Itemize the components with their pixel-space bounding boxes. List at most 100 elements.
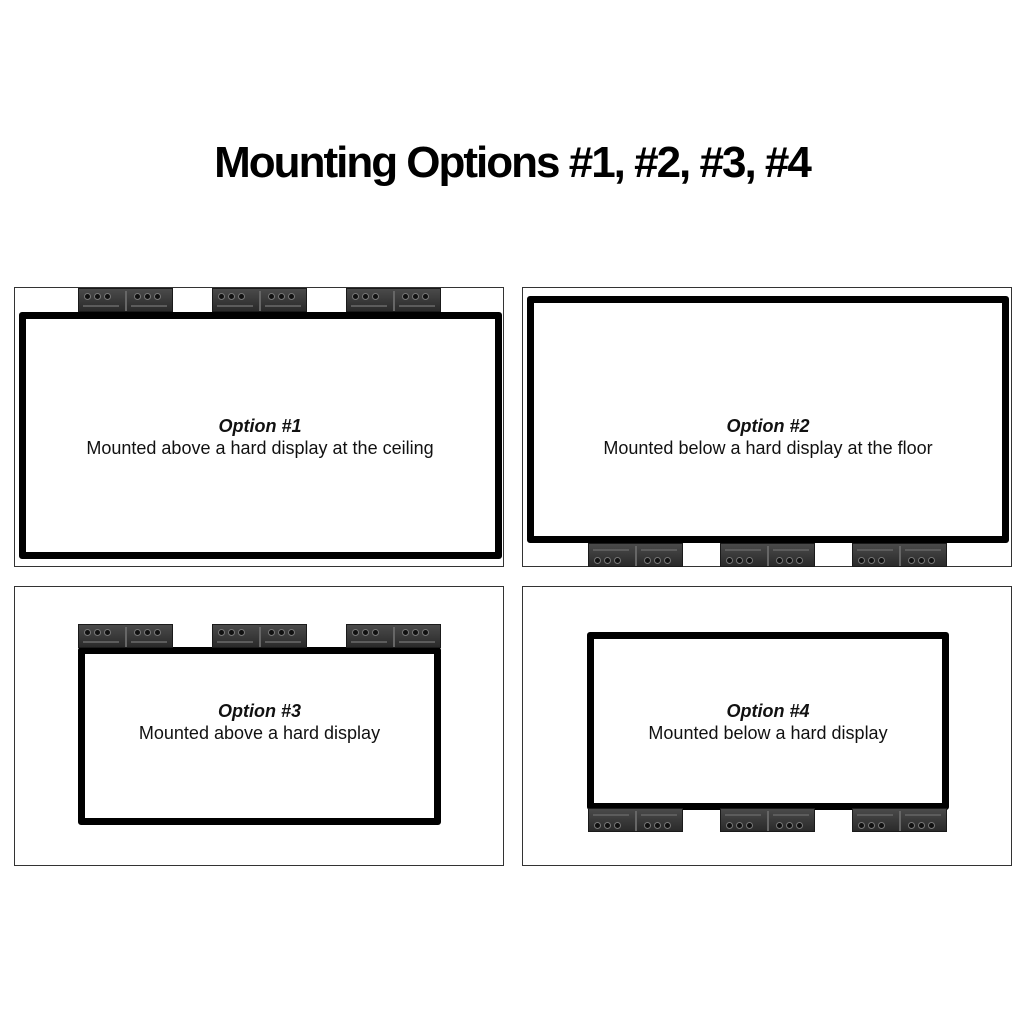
unit-knob bbox=[94, 629, 101, 636]
unit-knob bbox=[928, 557, 935, 564]
unit-knob bbox=[228, 293, 235, 300]
unit-slot bbox=[217, 305, 253, 307]
unit-knob bbox=[664, 822, 671, 829]
unit-knob bbox=[84, 629, 91, 636]
unit-knob bbox=[238, 629, 245, 636]
unit-knob bbox=[594, 557, 601, 564]
unit-knob bbox=[134, 629, 141, 636]
unit-slot bbox=[857, 549, 893, 551]
unit-knob bbox=[918, 822, 925, 829]
mount-unit bbox=[720, 543, 815, 567]
unit-knob bbox=[238, 293, 245, 300]
unit-slot bbox=[773, 814, 809, 816]
unit-knob bbox=[664, 557, 671, 564]
unit-knob bbox=[726, 557, 733, 564]
mount-unit bbox=[852, 808, 947, 832]
unit-knob bbox=[654, 557, 661, 564]
unit-knob bbox=[908, 822, 915, 829]
unit-slot bbox=[265, 641, 301, 643]
option-1-panel: Option #1 Mounted above a hard display a… bbox=[14, 287, 504, 567]
option-4-panel: Option #4 Mounted below a hard display bbox=[522, 586, 1012, 866]
unit-knob bbox=[412, 293, 419, 300]
page-title: Mounting Options #1, #2, #3, #4 bbox=[214, 138, 812, 187]
unit-knob bbox=[868, 822, 875, 829]
unit-knob bbox=[796, 822, 803, 829]
unit-knob bbox=[372, 629, 379, 636]
unit-knob bbox=[604, 557, 611, 564]
option-3-panel: Option #3 Mounted above a hard display bbox=[14, 586, 504, 866]
unit-knob bbox=[278, 629, 285, 636]
mount-unit bbox=[78, 624, 173, 648]
unit-separator bbox=[393, 627, 395, 647]
unit-knob bbox=[94, 293, 101, 300]
unit-separator bbox=[125, 627, 127, 647]
unit-knob bbox=[352, 629, 359, 636]
unit-knob bbox=[746, 822, 753, 829]
unit-knob bbox=[786, 557, 793, 564]
unit-knob bbox=[268, 293, 275, 300]
unit-knob bbox=[228, 629, 235, 636]
unit-knob bbox=[776, 822, 783, 829]
unit-knob bbox=[144, 293, 151, 300]
unit-knob bbox=[726, 822, 733, 829]
option-2-panel: Option #2 Mounted below a hard display a… bbox=[522, 287, 1012, 567]
unit-knob bbox=[796, 557, 803, 564]
unit-knob bbox=[614, 822, 621, 829]
unit-slot bbox=[217, 641, 253, 643]
unit-separator bbox=[767, 546, 769, 566]
option-1-caption: Option #1 Mounted above a hard display a… bbox=[15, 415, 505, 459]
unit-knob bbox=[644, 822, 651, 829]
unit-slot bbox=[773, 549, 809, 551]
unit-separator bbox=[635, 546, 637, 566]
option-4-caption: Option #4 Mounted below a hard display bbox=[587, 700, 949, 744]
unit-separator bbox=[125, 291, 127, 311]
unit-knob bbox=[604, 822, 611, 829]
unit-knob bbox=[218, 629, 225, 636]
display-screen bbox=[527, 296, 1009, 543]
mount-unit bbox=[212, 624, 307, 648]
unit-knob bbox=[746, 557, 753, 564]
unit-knob bbox=[786, 822, 793, 829]
unit-knob bbox=[908, 557, 915, 564]
unit-slot bbox=[131, 641, 167, 643]
unit-knob bbox=[154, 293, 161, 300]
unit-knob bbox=[288, 629, 295, 636]
option-description: Mounted below a hard display at the floo… bbox=[603, 438, 933, 458]
mount-unit bbox=[78, 288, 173, 312]
unit-slot bbox=[399, 641, 435, 643]
unit-knob bbox=[104, 293, 111, 300]
mount-unit bbox=[588, 808, 683, 832]
unit-knob bbox=[372, 293, 379, 300]
unit-knob bbox=[878, 822, 885, 829]
mount-unit bbox=[852, 543, 947, 567]
unit-slot bbox=[905, 814, 941, 816]
unit-knob bbox=[736, 557, 743, 564]
unit-knob bbox=[362, 629, 369, 636]
unit-slot bbox=[641, 549, 677, 551]
unit-knob bbox=[878, 557, 885, 564]
option-description: Mounted above a hard display at the ceil… bbox=[86, 438, 434, 458]
unit-slot bbox=[399, 305, 435, 307]
unit-slot bbox=[641, 814, 677, 816]
unit-knob bbox=[218, 293, 225, 300]
unit-knob bbox=[594, 822, 601, 829]
unit-knob bbox=[84, 293, 91, 300]
mount-unit bbox=[212, 288, 307, 312]
unit-separator bbox=[393, 291, 395, 311]
unit-slot bbox=[593, 549, 629, 551]
unit-slot bbox=[351, 641, 387, 643]
option-label: Option #1 bbox=[218, 416, 302, 436]
display-screen bbox=[78, 647, 441, 825]
unit-knob bbox=[614, 557, 621, 564]
unit-knob bbox=[422, 293, 429, 300]
unit-knob bbox=[868, 557, 875, 564]
unit-knob bbox=[402, 629, 409, 636]
mount-unit bbox=[346, 624, 441, 648]
unit-knob bbox=[422, 629, 429, 636]
unit-knob bbox=[654, 822, 661, 829]
unit-knob bbox=[918, 557, 925, 564]
unit-slot bbox=[725, 549, 761, 551]
unit-knob bbox=[134, 293, 141, 300]
unit-knob bbox=[154, 629, 161, 636]
unit-knob bbox=[104, 629, 111, 636]
